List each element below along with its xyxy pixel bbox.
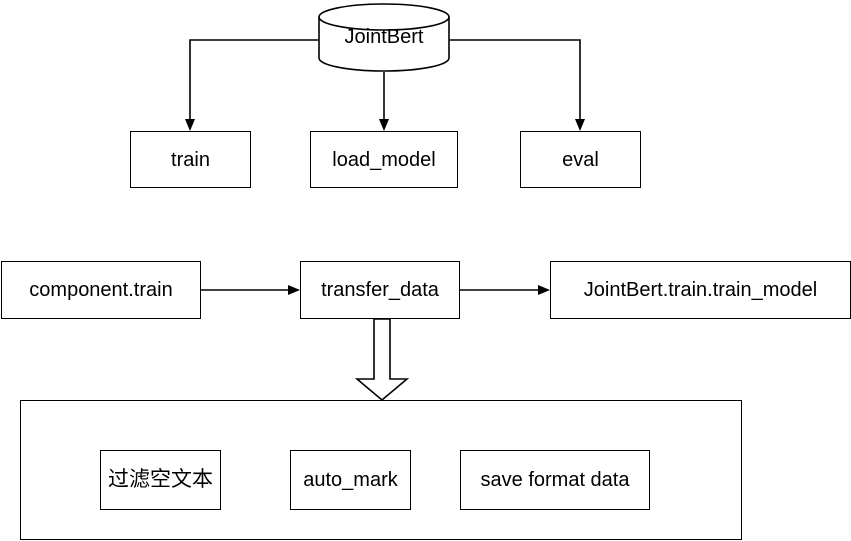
block-arrow-transfer-data-to-subflow xyxy=(354,318,410,402)
node-train-label: train xyxy=(171,148,210,171)
node-component-train-label: component.train xyxy=(29,279,173,301)
node-train[interactable]: train xyxy=(130,131,251,188)
node-save-format-data[interactable]: save format data xyxy=(460,450,650,510)
arrowhead-load-model xyxy=(379,119,389,131)
node-transfer-data[interactable]: transfer_data xyxy=(300,261,460,319)
arrowhead-train-model xyxy=(538,285,550,295)
node-load-model[interactable]: load_model xyxy=(310,131,458,188)
edge-root-to-eval xyxy=(450,39,581,124)
node-component-train[interactable]: component.train xyxy=(1,261,201,319)
arrowhead-train xyxy=(185,119,195,131)
node-eval-label: eval xyxy=(562,148,599,171)
node-eval[interactable]: eval xyxy=(520,131,641,188)
node-jointbert-train-model[interactable]: JointBert.train.train_model xyxy=(550,261,851,319)
node-load-model-label: load_model xyxy=(332,148,436,171)
node-jointbert-cylinder[interactable]: JointBert xyxy=(318,3,450,72)
arrowhead-transfer-data xyxy=(288,285,300,295)
node-jointbert-train-model-label: JointBert.train.train_model xyxy=(583,279,818,301)
arrowhead-eval xyxy=(575,119,585,131)
node-filter-empty-text-label: 过滤空文本 xyxy=(108,468,213,492)
node-auto-mark-label: auto_mark xyxy=(303,469,398,491)
edge-root-to-train xyxy=(189,39,318,124)
node-save-format-data-label: save format data xyxy=(480,469,630,491)
node-transfer-data-label: transfer_data xyxy=(321,279,439,301)
cylinder-shape xyxy=(318,3,450,72)
node-auto-mark[interactable]: auto_mark xyxy=(290,450,411,510)
node-filter-empty-text[interactable]: 过滤空文本 xyxy=(100,450,221,510)
